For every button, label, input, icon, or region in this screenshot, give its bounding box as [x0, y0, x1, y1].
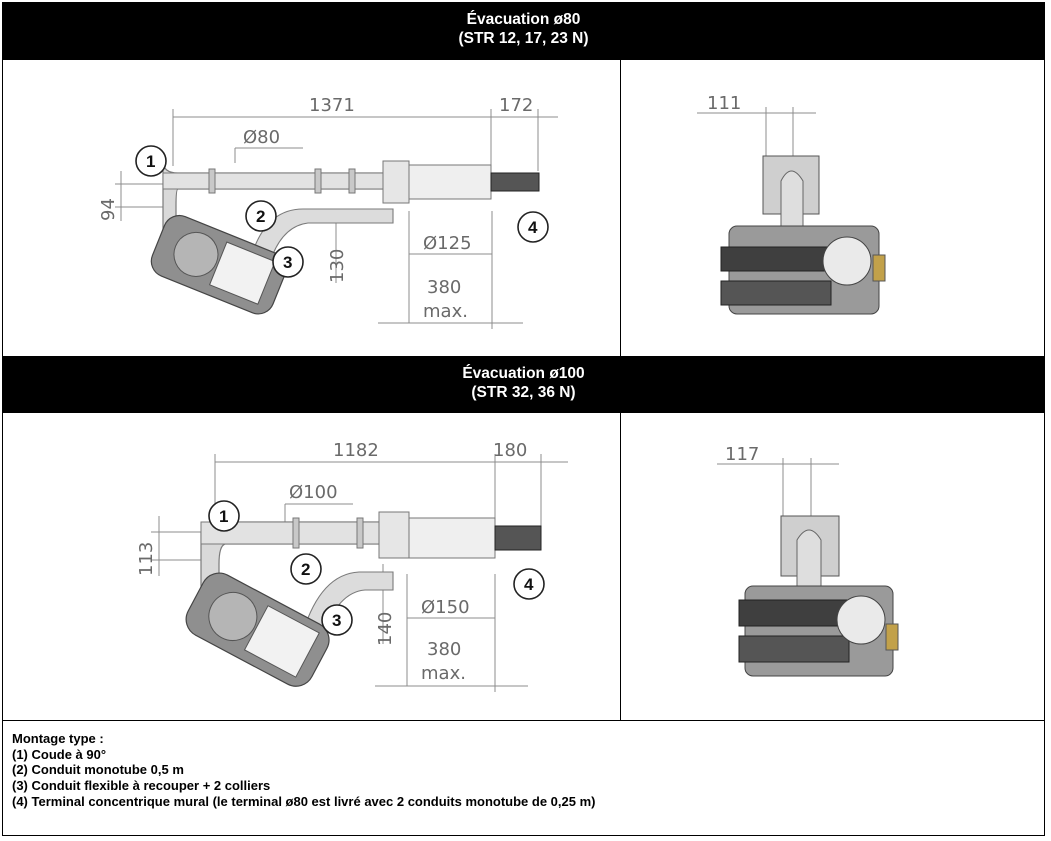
dim-side-width: 117 [725, 444, 759, 465]
legend-item-3: (3) Conduit flexible à recouper + 2 coll… [12, 778, 271, 794]
section-header-evac-100: Évacuation ø100 (STR 32, 36 N) [2, 356, 1045, 413]
dim-max-label: max. [423, 301, 468, 322]
section-header-evac-80: Évacuation ø80 (STR 12, 17, 23 N) [2, 2, 1045, 60]
section-title: Évacuation ø100 [462, 365, 585, 382]
row-divider [2, 720, 1045, 721]
section-subtitle: (STR 32, 36 N) [471, 384, 576, 401]
drawing-bottom-side: 117 [621, 414, 1045, 720]
dim-height: 113 [136, 542, 157, 576]
column-divider-bottom [620, 413, 621, 720]
dim-length: 1371 [309, 95, 355, 116]
callout-2: 2 [301, 560, 310, 579]
dim-height: 94 [98, 198, 119, 221]
legend-item-4: (4) Terminal concentrique mural (le term… [12, 793, 596, 809]
callout-1: 1 [219, 507, 228, 526]
callout-3: 3 [283, 253, 292, 272]
legend: Montage type : (1) Coude à 90° (2) Condu… [12, 731, 595, 810]
legend-heading: Montage type : [12, 731, 104, 746]
dim-side-width: 111 [707, 93, 741, 114]
dim-terminal-length: 180 [493, 440, 527, 461]
callout-4: 4 [528, 218, 538, 237]
callout-2: 2 [256, 207, 265, 226]
legend-item-2: (2) Conduit monotube 0,5 m [12, 762, 184, 778]
dim-max-label: max. [421, 663, 466, 684]
dim-offset: 140 [375, 612, 396, 646]
drawing-bottom-front: 1 2 3 4 1182 180 Ø100 113 140 Ø150 380 m… [3, 414, 620, 720]
callout-1: 1 [146, 152, 155, 171]
dim-terminal-diameter: Ø125 [423, 233, 472, 254]
column-divider-top [620, 60, 621, 356]
dim-max-length: 380 [427, 639, 461, 660]
dim-max-length: 380 [427, 277, 461, 298]
callout-4: 4 [524, 575, 534, 594]
callout-3: 3 [332, 611, 341, 630]
section-subtitle: (STR 12, 17, 23 N) [458, 30, 589, 47]
dim-length: 1182 [333, 440, 379, 461]
dim-diameter: Ø100 [289, 482, 338, 503]
drawing-top-side: 111 [621, 61, 1045, 355]
dim-diameter: Ø80 [243, 127, 280, 148]
dim-terminal-diameter: Ø150 [421, 597, 470, 618]
section-title: Évacuation ø80 [466, 11, 581, 28]
dim-terminal-length: 172 [499, 95, 533, 116]
legend-item-1: (1) Coude à 90° [12, 746, 107, 762]
drawing-top-front: 1 2 3 4 1371 172 Ø80 94 130 Ø125 380 max… [3, 61, 620, 355]
dim-offset: 130 [327, 249, 348, 283]
